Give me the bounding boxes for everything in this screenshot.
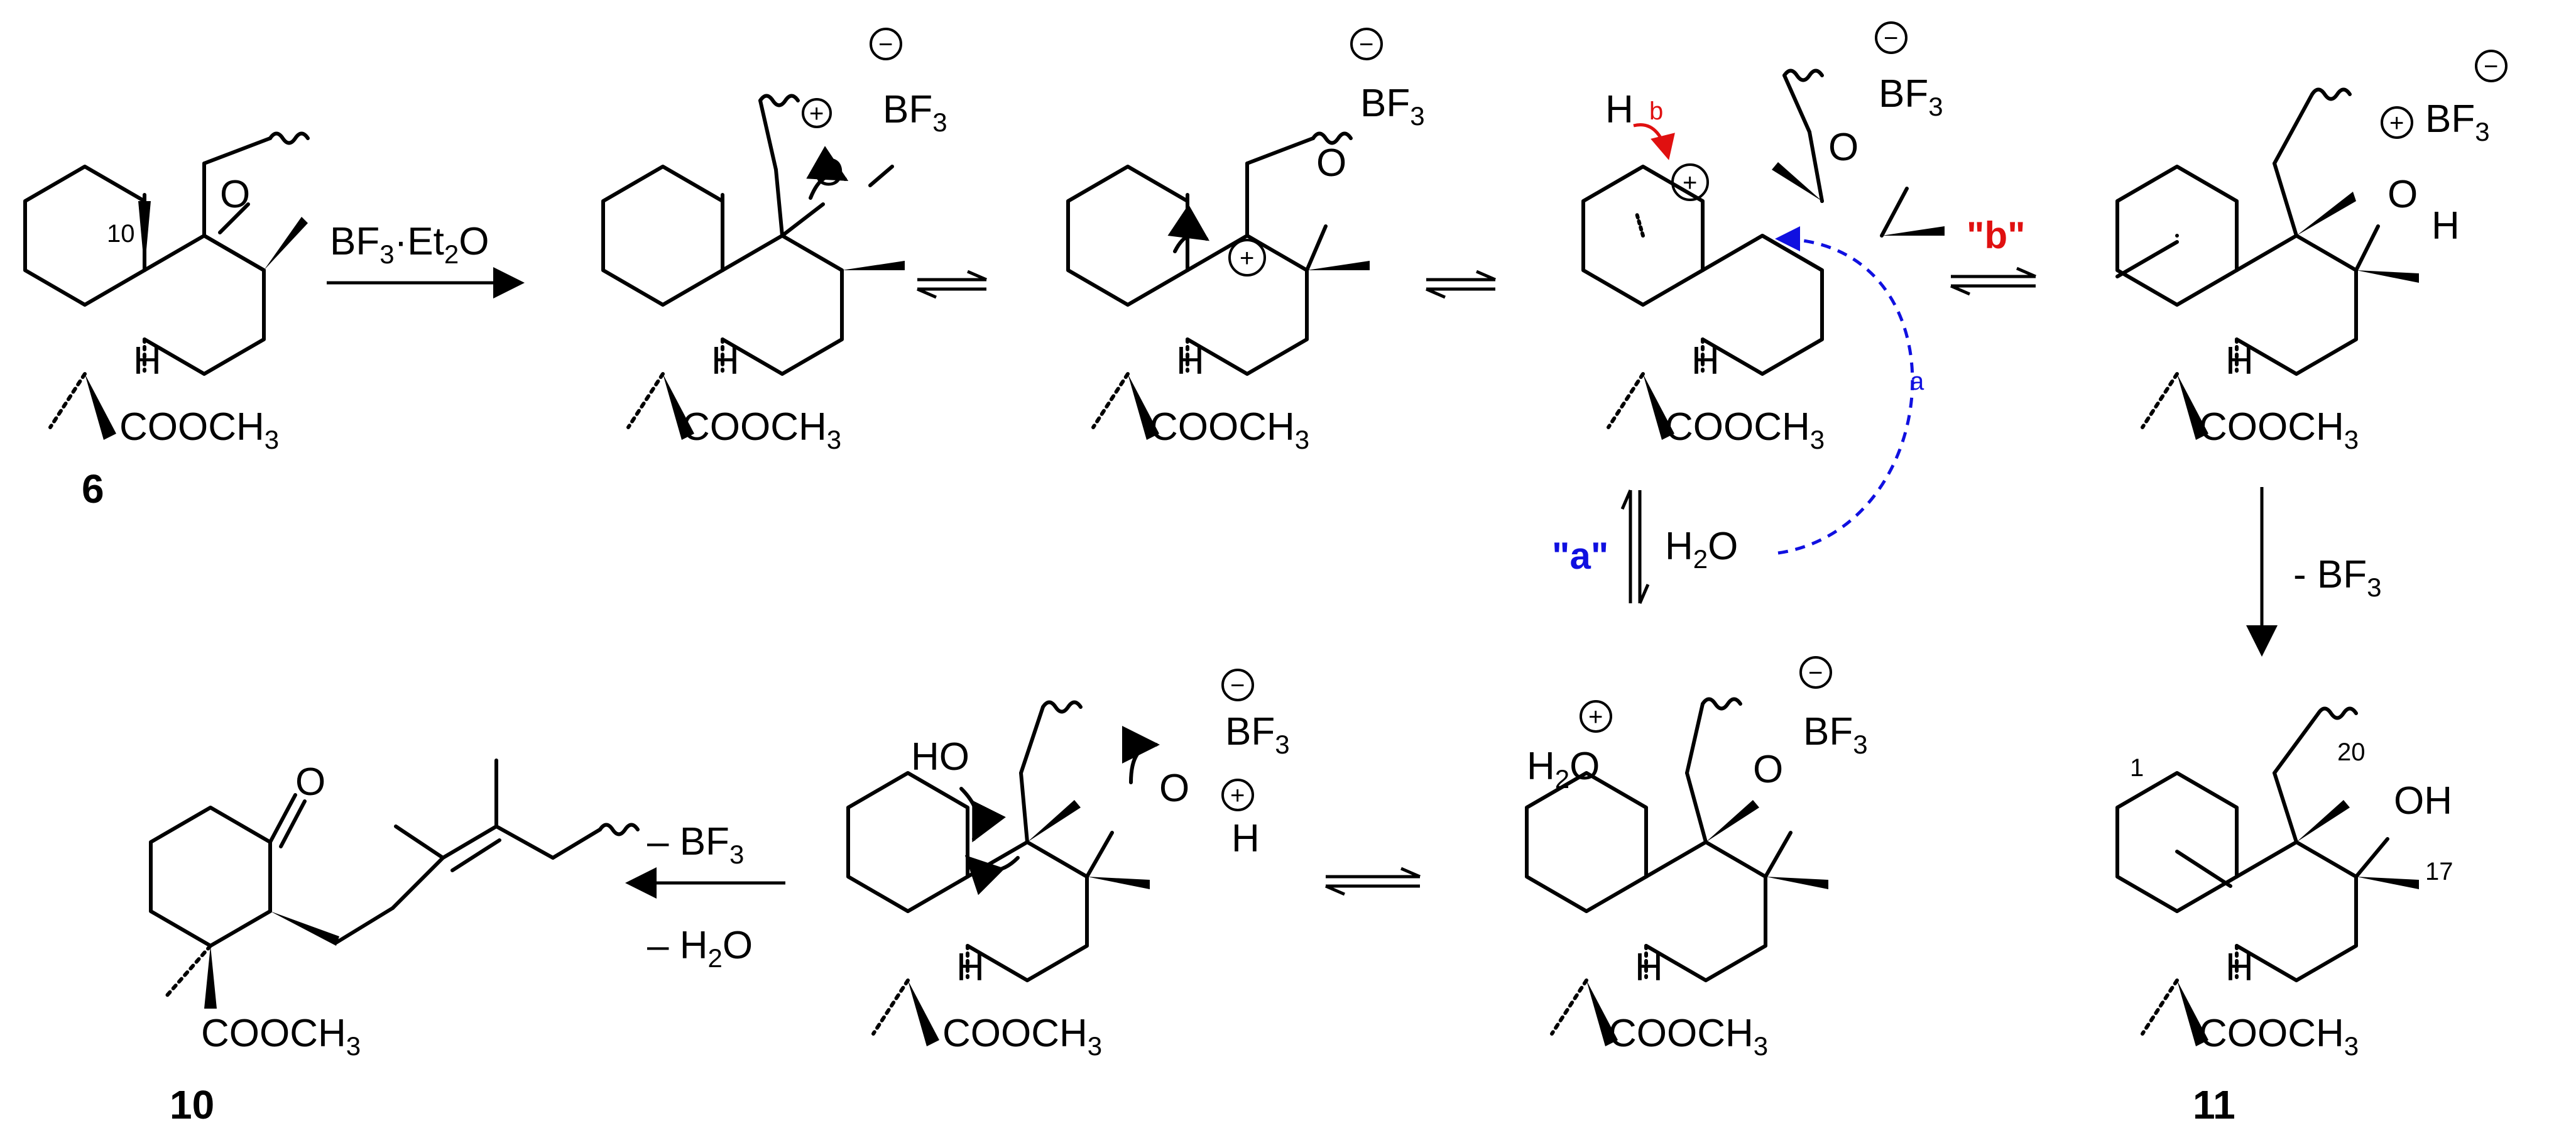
- reagent-water: H2O: [1665, 525, 1738, 574]
- ester-11: COOCH3: [2199, 1012, 2359, 1061]
- ester-f: COOCH3: [942, 1012, 1102, 1061]
- o-10: O: [295, 760, 325, 804]
- pathway-b-small: b: [1649, 97, 1663, 125]
- water-e: H2O: [1527, 745, 1600, 794]
- atom-number-17: 17: [2425, 858, 2453, 885]
- bf3-b: BF3: [1360, 82, 1425, 131]
- equilibrium-arrow-1: [917, 270, 987, 299]
- plus-charge-e: +: [1588, 703, 1603, 731]
- h-f: H: [956, 946, 985, 989]
- h-d: H: [2225, 339, 2254, 383]
- h-d-oh: H: [2431, 204, 2460, 248]
- ester-6: COOCH3: [119, 405, 279, 454]
- plus-charge-a: +: [809, 100, 824, 128]
- h-c: H: [1691, 339, 1720, 383]
- intermediate-b: [1068, 131, 1370, 440]
- compound-11: [2117, 706, 2419, 1046]
- o-e: O: [1753, 748, 1783, 791]
- o-6: O: [220, 173, 250, 216]
- reagent-minus-h2o: – H2O: [647, 924, 753, 973]
- plus-charge-f: +: [1230, 782, 1245, 809]
- equilibrium-arrow-2: [1426, 270, 1496, 299]
- equilibrium-arrow-b: [1950, 266, 2036, 296]
- h-c-top: H: [1605, 88, 1634, 131]
- h-6: H: [133, 339, 161, 383]
- reagent-minus-bf3: - BF3: [2293, 553, 2381, 602]
- minus-charge-c: −: [1884, 25, 1898, 52]
- pathway-b-arrow: [1633, 123, 1675, 160]
- ester-d: COOCH3: [2199, 405, 2359, 454]
- compound-label-6: 6: [82, 466, 104, 512]
- bf3-c: BF3: [1879, 72, 1943, 121]
- o-c: O: [1828, 126, 1858, 169]
- atom-number-20: 20: [2337, 738, 2366, 766]
- minus-charge-f: −: [1230, 672, 1245, 699]
- pathway-a-arrow: [1775, 226, 1914, 555]
- o-f: O: [1159, 767, 1189, 810]
- compound-label-11: 11: [2193, 1082, 2235, 1127]
- reagent-minus-bf3-b: – BF3: [647, 820, 744, 869]
- o-d: O: [2388, 173, 2418, 216]
- minus-charge-e: −: [1808, 659, 1823, 687]
- ester-e: COOCH3: [1608, 1012, 1768, 1061]
- compound-label-10: 10: [170, 1082, 214, 1127]
- h-a: H: [711, 339, 740, 383]
- o-a: O: [814, 151, 844, 194]
- ester-10: COOCH3: [201, 1012, 361, 1061]
- pathway-b-label: "b": [1967, 214, 2026, 256]
- reagent-bf3-et2o: BF3·Et2O: [330, 220, 489, 269]
- equilibrium-arrow-a: [1620, 490, 1650, 604]
- bf3-f: BF3: [1225, 710, 1290, 759]
- intermediate-c: [1583, 68, 1945, 440]
- bf3-a: BF3: [883, 88, 947, 137]
- compound-6: [25, 131, 310, 440]
- atom-number-10: 10: [107, 220, 135, 248]
- plus-charge-b: +: [1240, 244, 1254, 272]
- ho-f: HO: [911, 735, 969, 779]
- h-11: H: [2225, 946, 2254, 989]
- minus-charge-d: −: [2484, 53, 2498, 80]
- plus-charge-c: +: [1683, 169, 1697, 197]
- intermediate-d: [2115, 87, 2419, 440]
- atom-number-1: 1: [2130, 754, 2144, 782]
- equilibrium-arrow-3: [1325, 867, 1421, 896]
- ester-c: COOCH3: [1665, 405, 1825, 454]
- intermediate-f: [848, 700, 1160, 1046]
- pathway-a-small: a: [1910, 368, 1924, 395]
- h-e: H: [1635, 946, 1663, 989]
- intermediate-e: [1527, 697, 1828, 1046]
- minus-charge-a: −: [878, 31, 893, 58]
- compound-10: [149, 759, 640, 1009]
- pathway-a-label: "a": [1552, 535, 1608, 577]
- plus-charge-d: +: [2389, 109, 2404, 137]
- ester-b: COOCH3: [1150, 405, 1309, 454]
- intermediate-a: [603, 94, 905, 440]
- minus-charge-b: −: [1359, 31, 1373, 58]
- h-f-oh: H: [1231, 817, 1260, 860]
- o-b: O: [1316, 141, 1346, 185]
- oh-11: OH: [2394, 779, 2452, 823]
- h-b: H: [1176, 339, 1204, 383]
- bf3-e: BF3: [1803, 710, 1868, 759]
- ester-a: COOCH3: [682, 405, 841, 454]
- bf3-d: BF3: [2425, 97, 2490, 146]
